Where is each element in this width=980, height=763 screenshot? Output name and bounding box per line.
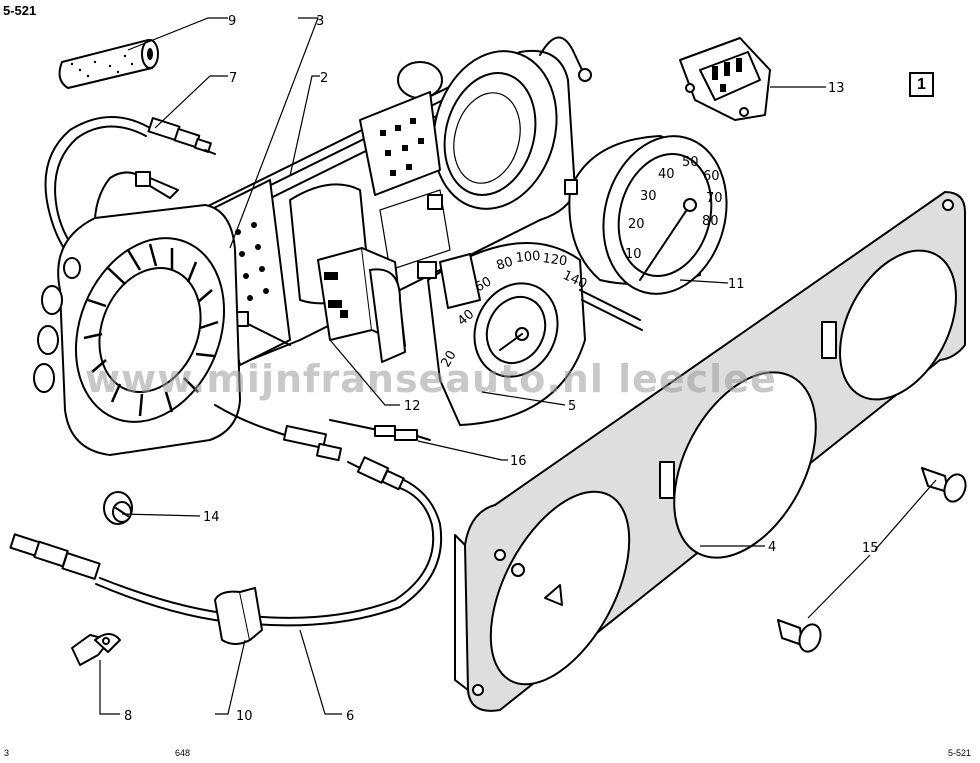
callout-16: 16 <box>510 454 527 469</box>
part-14-bush <box>103 491 133 525</box>
part-7-cable <box>44 116 216 263</box>
callout-7: 7 <box>229 71 237 86</box>
part-15-push-pins <box>777 467 967 653</box>
callout-11: 11 <box>728 277 745 292</box>
speedo-tick-60: 60 <box>703 169 720 184</box>
callout-9: 9 <box>228 14 236 29</box>
callout-numbers: 9 3 7 2 13 11 12 5 16 14 4 15 8 10 6 <box>124 14 879 724</box>
callout-15: 15 <box>862 541 879 556</box>
part-9-hose <box>58 38 159 90</box>
callout-12: 12 <box>404 399 421 414</box>
part-6-speedometer-cable <box>9 456 443 627</box>
callout-2: 2 <box>320 71 328 86</box>
watermark-text: www.mijnfranseauto.nl leeclee <box>85 357 777 401</box>
part-11-speedometer: 10 20 30 40 50 60 70 80 <box>564 135 728 295</box>
part-10-cable-clip <box>214 587 263 645</box>
speedo-tick-20: 20 <box>628 217 645 232</box>
callout-13: 13 <box>828 81 845 96</box>
footer-center: 648 <box>175 748 191 758</box>
callout-10: 10 <box>236 709 253 724</box>
speedo-tick-50: 50 <box>682 155 699 170</box>
callout-4: 4 <box>768 540 776 555</box>
part-12-switch-block <box>317 247 406 363</box>
drawing-reference-top: 5-521 <box>3 3 37 18</box>
speedo-tick-10: 10 <box>625 247 642 262</box>
part-8-bracket <box>71 633 121 666</box>
tach-tick-120: 120 <box>541 251 568 269</box>
tach-tick-20: 20 <box>438 348 459 370</box>
speedo-tick-70: 70 <box>706 191 723 206</box>
tach-tick-100: 100 <box>515 249 541 266</box>
part-4-front-panel <box>454 191 966 712</box>
tach-tick-80: 80 <box>495 254 515 273</box>
footer-right: 5-521 <box>948 748 972 758</box>
callout-3: 3 <box>316 14 324 29</box>
callout-8: 8 <box>124 709 132 724</box>
speedo-tick-30: 30 <box>640 189 657 204</box>
speedo-tick-80: 80 <box>702 214 719 229</box>
callout-6: 6 <box>346 709 354 724</box>
footer-left: 3 <box>4 748 10 758</box>
view-number-box: 1 <box>909 72 934 97</box>
part-13-bracket <box>679 37 771 121</box>
part-5-tachometer: 20 40 60 80 100 120 140 <box>417 242 643 426</box>
leader-lines <box>99 17 937 715</box>
part-16-cable <box>214 404 431 462</box>
left-gauge-bezel <box>33 204 241 456</box>
speedo-tick-40: 40 <box>658 167 675 182</box>
callout-5: 5 <box>568 399 576 414</box>
tach-tick-60: 60 <box>473 274 495 295</box>
callout-14: 14 <box>203 510 220 525</box>
